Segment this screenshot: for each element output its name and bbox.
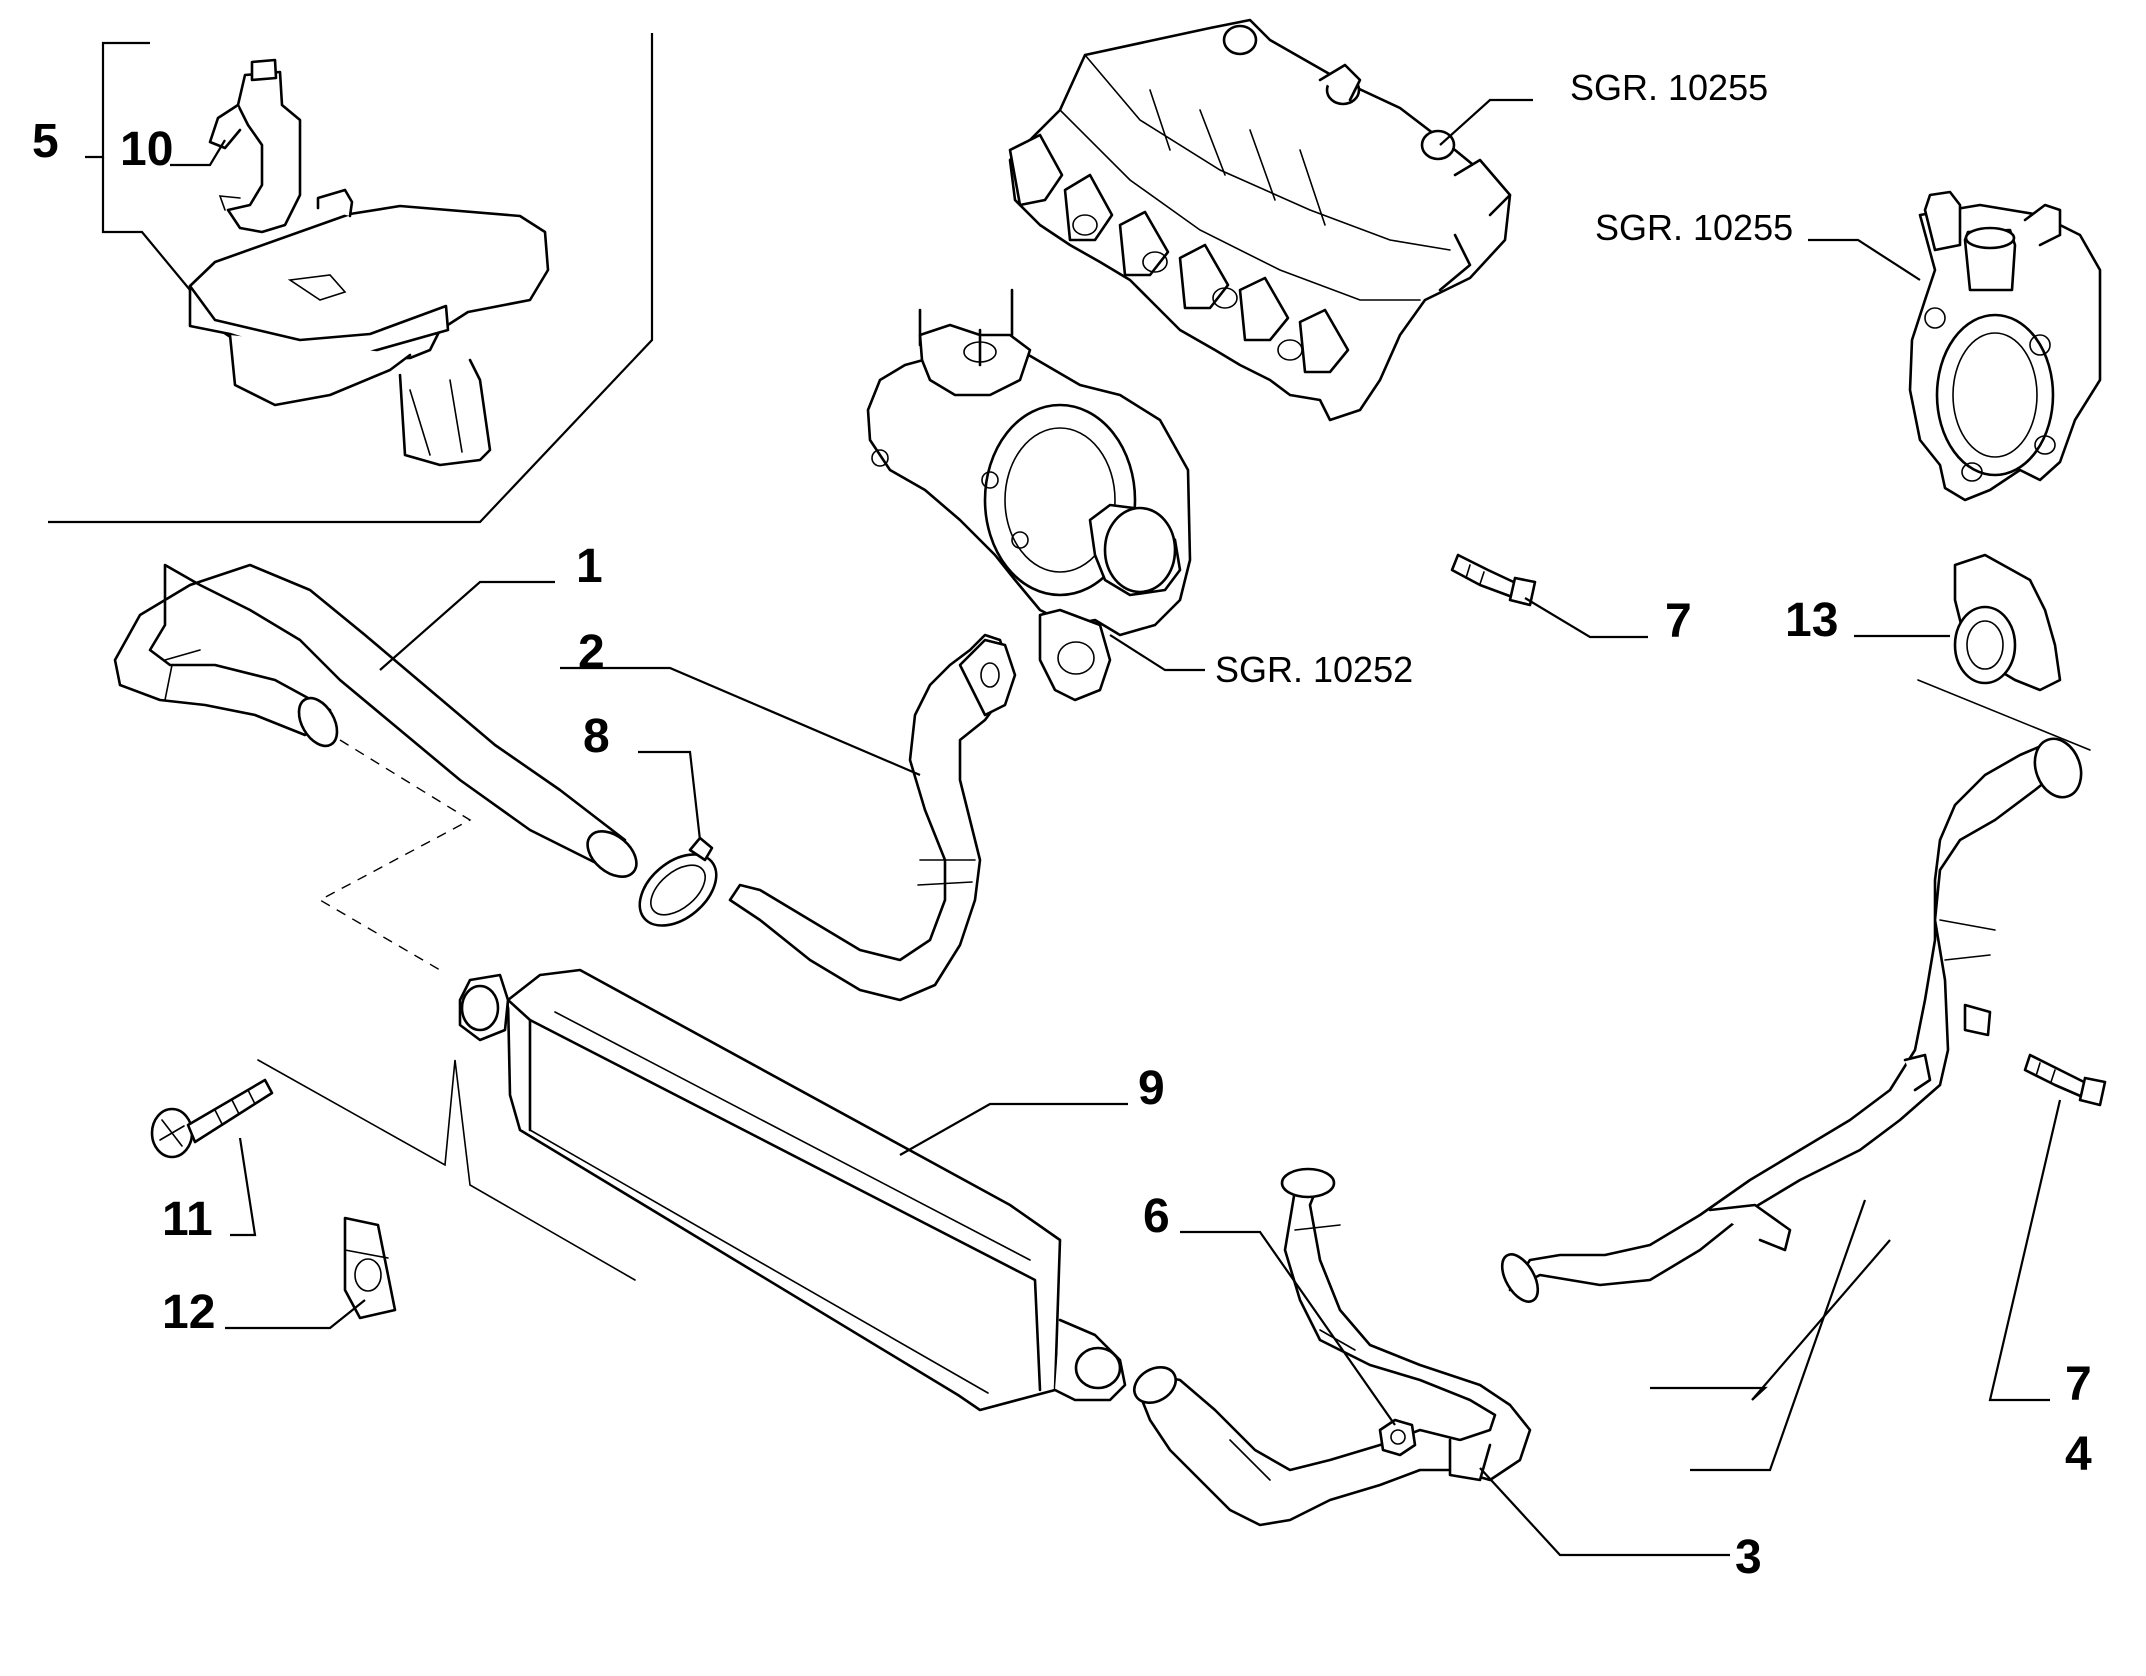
intercooler-part-9: [458, 968, 1127, 1412]
leader-lines: [85, 41, 2062, 1557]
clip-nut-part-12: [343, 1216, 397, 1320]
callout-4: 4: [2065, 1428, 2092, 1481]
callout-7-upper: 7: [1665, 595, 1692, 648]
ref-manifold: SGR. 10255: [1570, 67, 1768, 108]
clip-part-10: [208, 58, 302, 234]
reference-labels: SGR. 10255 SGR. 10255 SGR. 10252: [1215, 67, 1793, 690]
inset-frame: [48, 33, 654, 524]
hose-part-1: [113, 563, 638, 878]
ref-turbocharger: SGR. 10252: [1215, 649, 1413, 690]
callout-9: 9: [1138, 1062, 1165, 1115]
hose-part-3: [1133, 1167, 1532, 1527]
callout-3: 3: [1735, 1531, 1762, 1584]
flange-part-13: [1953, 553, 2062, 692]
ref-throttle-body: SGR. 10255: [1595, 207, 1793, 248]
throttle-body: [1908, 190, 2102, 502]
hose-part-4: [1500, 737, 2083, 1303]
hose-clamp-part-8: [638, 836, 718, 927]
callout-8: 8: [583, 710, 610, 763]
bolt-part-7-upper: [1450, 553, 1537, 607]
callout-1: 1: [576, 540, 603, 593]
callout-5: 5: [32, 115, 59, 168]
assembly-lines: [257, 679, 2091, 1281]
hose-part-2: [728, 633, 1017, 1002]
turbocharger: [866, 288, 1192, 702]
callout-10: 10: [120, 123, 173, 176]
callout-12: 12: [162, 1286, 215, 1339]
nut-part-6: [1378, 1418, 1417, 1457]
callout-labels: 5 10 1 2 8 9 6 11 12 7 13 7 4 3: [32, 115, 2092, 1584]
callout-7-lower: 7: [2065, 1358, 2092, 1411]
callout-6: 6: [1143, 1190, 1170, 1243]
callout-13: 13: [1785, 594, 1838, 647]
bolt-part-7-lower: [2023, 1053, 2107, 1107]
callout-11: 11: [162, 1193, 213, 1246]
intake-manifold: [1008, 18, 1512, 422]
callout-2: 2: [578, 626, 605, 679]
intercooler-bracket-part-5: [188, 188, 550, 467]
screw-part-11: [150, 1078, 274, 1159]
